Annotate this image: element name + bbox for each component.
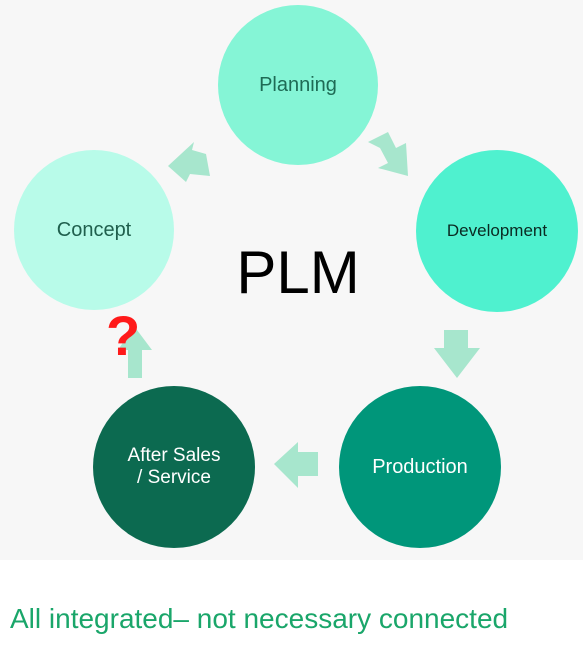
- stage-production-label: Production: [372, 456, 468, 478]
- arrow-planning-to-development-icon: [368, 132, 408, 176]
- stage-concept: Concept: [14, 150, 174, 310]
- stage-planning: Planning: [218, 5, 378, 165]
- question-mark: ?: [106, 304, 141, 367]
- diagram-caption: All integrated– not necessary connected: [10, 603, 509, 634]
- stage-development: Development: [416, 150, 578, 312]
- stage-after-sales-label: After Sales / Service: [127, 445, 221, 488]
- plm-center-label: PLM: [236, 239, 360, 306]
- stage-planning-label: Planning: [259, 74, 337, 96]
- arrow-production-to-after-sales-icon: [274, 442, 318, 488]
- stage-concept-label: Concept: [56, 219, 132, 241]
- arrow-concept-to-planning-icon: [168, 142, 210, 182]
- stage-after-sales: After Sales / Service: [93, 386, 255, 548]
- arrow-after-sales-to-concept-icon: [118, 326, 152, 378]
- arrow-development-to-production-icon: [434, 330, 480, 378]
- stage-development-label: Development: [446, 221, 548, 240]
- stage-production: Production: [339, 386, 501, 548]
